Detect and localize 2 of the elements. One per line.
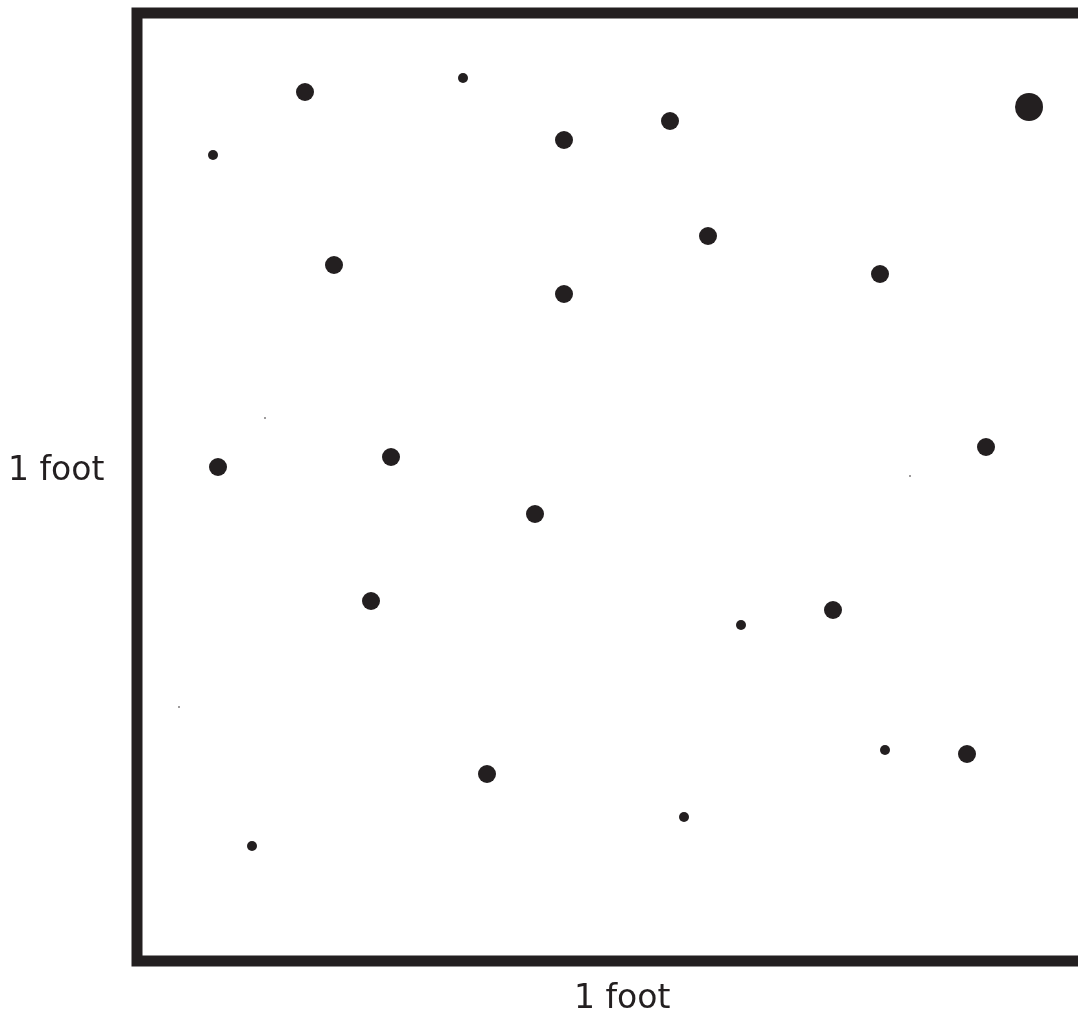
dimension-label: 1 foot xyxy=(574,980,671,1013)
dimension-label: 1 foot xyxy=(8,452,105,485)
